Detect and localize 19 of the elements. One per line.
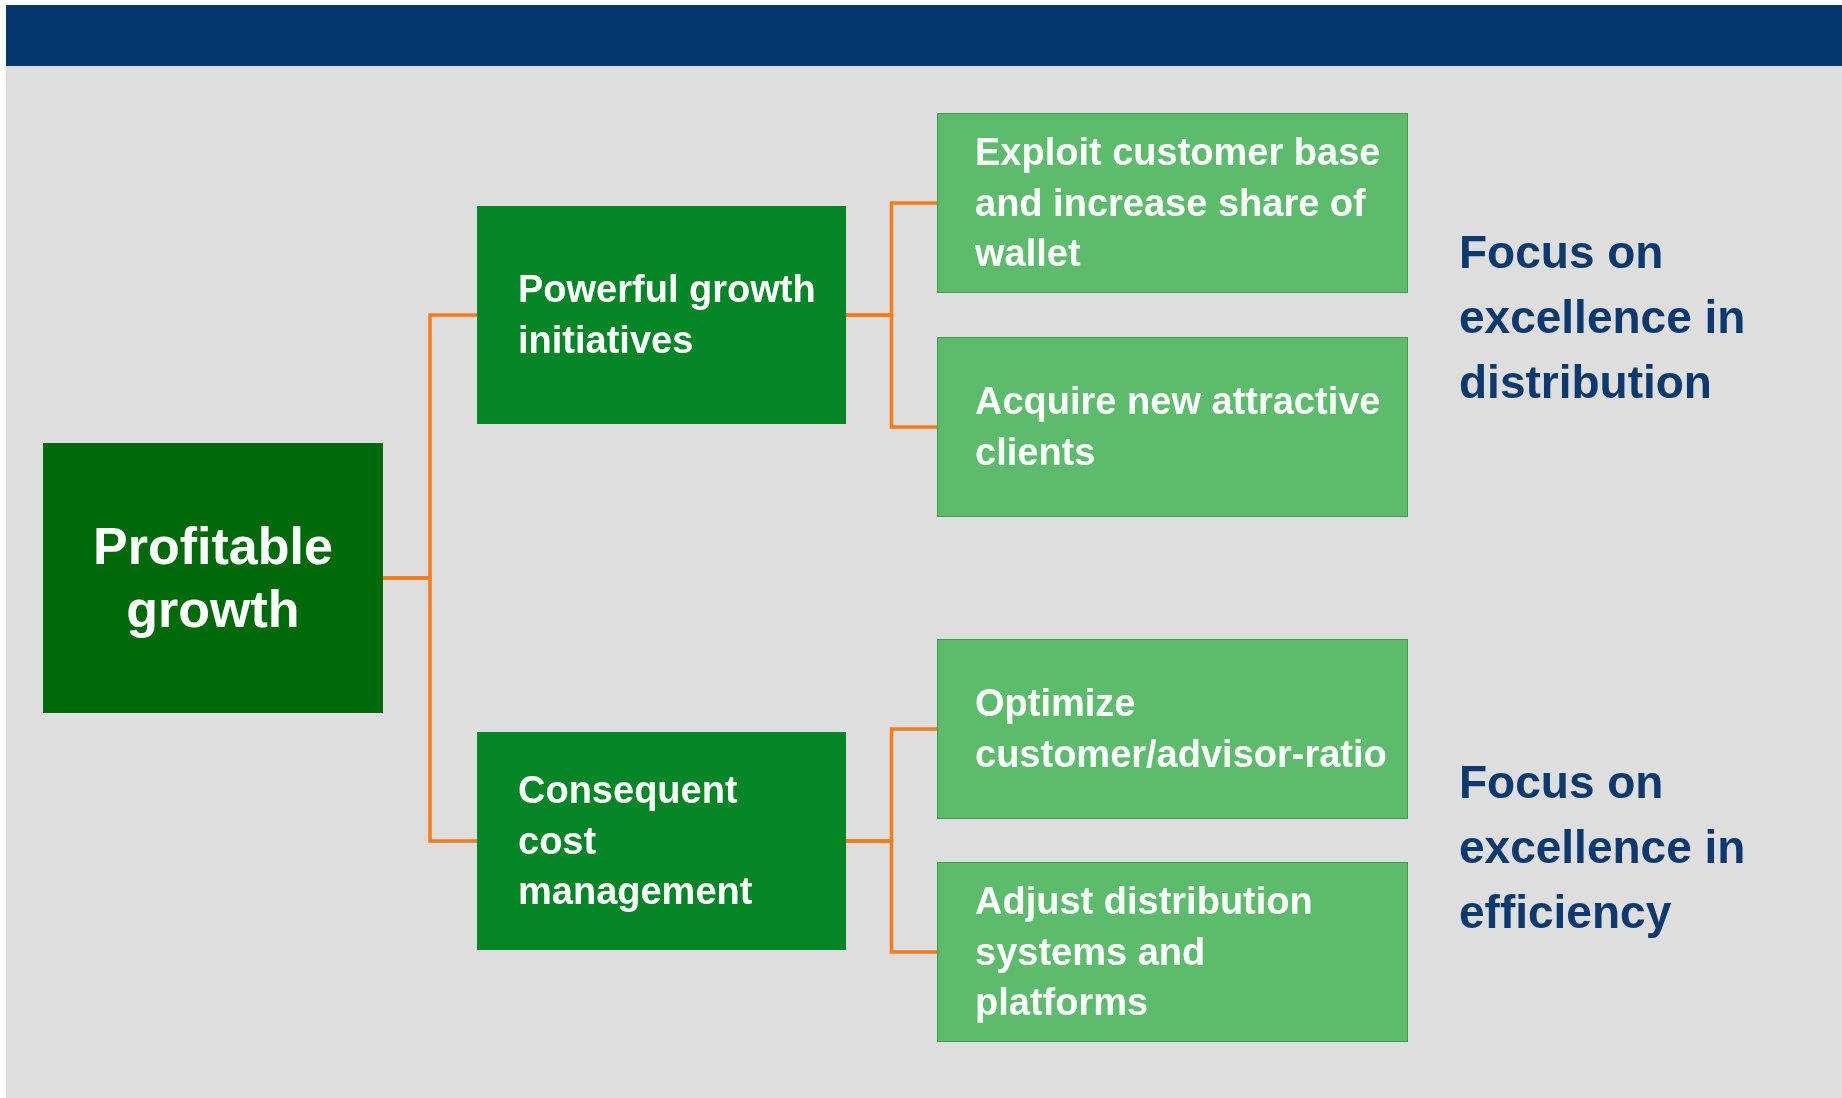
branch-box: [937, 862, 1408, 1042]
box-label: Optimize customer/advisor-ratio: [975, 681, 1387, 777]
box-label: Powerful growth initiatives: [518, 267, 816, 363]
box-label: Profitable growth: [92, 515, 334, 640]
box-label: Exploit customer base and increase share of wallet: [975, 129, 1382, 277]
connector-line: [383, 576, 477, 843]
branch-box: [937, 337, 1408, 517]
connector-line: [846, 313, 937, 429]
box-label: Consequent cost management: [518, 767, 754, 915]
branch-box: [477, 206, 846, 424]
focus-note: Focus on excellence in distribution: [1459, 225, 1747, 410]
connector-line: [846, 839, 937, 954]
branch-box: [477, 732, 846, 950]
focus-note: Focus on excellence in efficiency: [1459, 755, 1747, 940]
box-label: Adjust distribution systems and platforms: [975, 878, 1314, 1026]
branch-box: [937, 113, 1408, 293]
branch-box: [937, 639, 1408, 819]
root-box: [43, 443, 383, 713]
box-label: Acquire new attractive clients: [975, 379, 1382, 475]
